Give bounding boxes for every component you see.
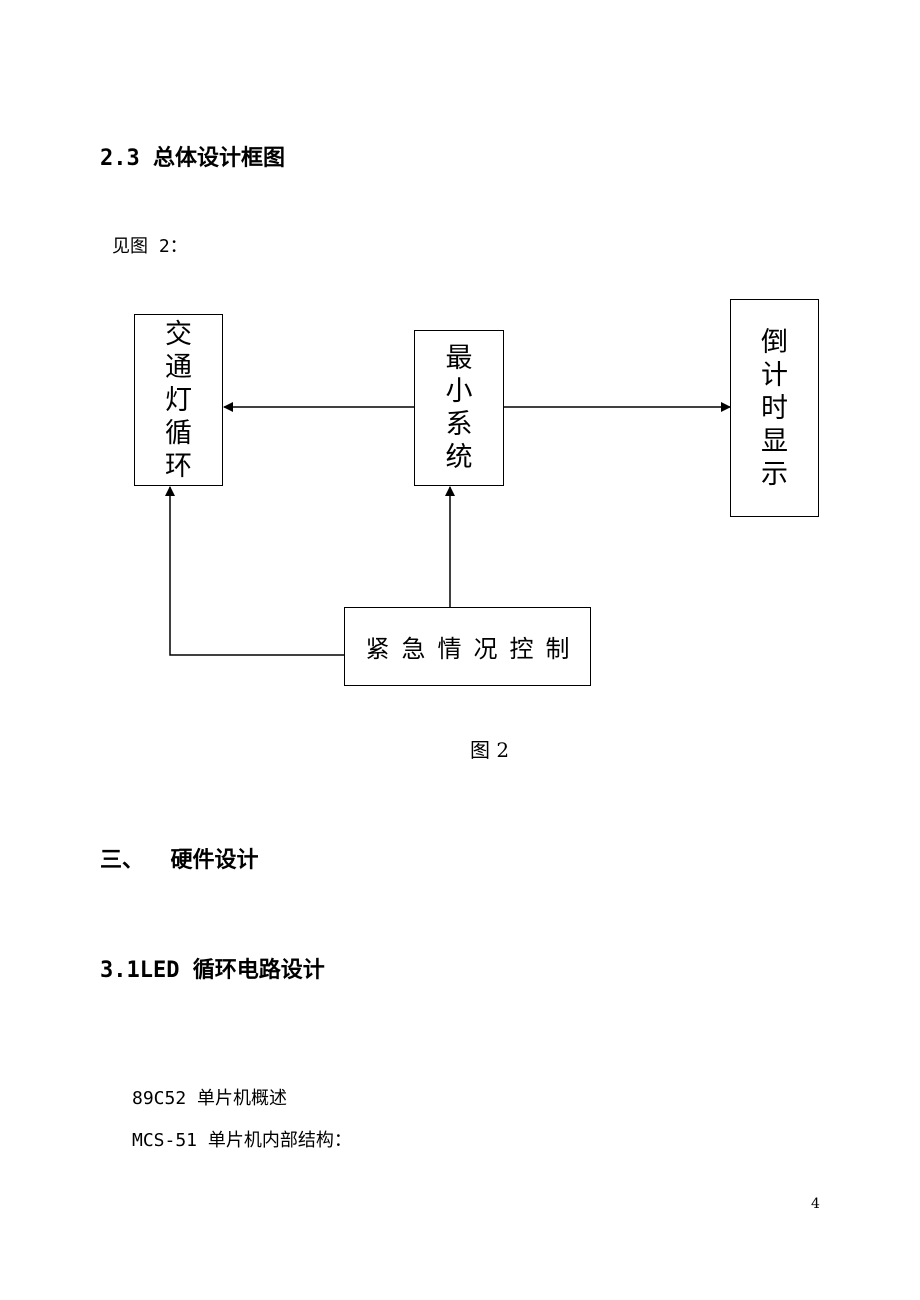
box-traffic-char: 通	[165, 351, 192, 383]
box-min-system-char: 统	[445, 442, 473, 473]
section-heading-2-3: 2.3 总体设计框图	[100, 146, 285, 171]
box-countdown-display: 倒计时显示	[730, 299, 819, 517]
section-heading-3-1: 3.1LED 循环电路设计	[100, 958, 325, 983]
box-countdown-char: 计	[761, 359, 788, 391]
box-min-system-char: 最	[445, 343, 473, 374]
box-traffic-char: 灯	[165, 384, 192, 416]
box-traffic-char: 环	[165, 450, 192, 482]
box-traffic-light-cycle: 交通灯循环	[134, 314, 223, 486]
box-minimum-system: 最小系统	[414, 330, 504, 486]
box-countdown-char: 时	[761, 392, 788, 424]
box-emergency-control: 紧急情况控制	[344, 607, 591, 686]
section-heading-3: 三、 硬件设计	[100, 848, 259, 873]
paragraph-mcs51-structure: MCS-51 单片机内部结构：	[132, 1130, 352, 1151]
page-number: 4	[811, 1196, 820, 1212]
box-min-system-char: 系	[445, 409, 473, 440]
box-countdown-char: 示	[761, 458, 788, 490]
see-figure-text: 见图 2：	[112, 236, 188, 257]
figure-caption: 图 2	[470, 738, 510, 762]
box-traffic-char: 交	[165, 318, 192, 350]
box-traffic-char: 循	[165, 417, 192, 449]
arrow-emergency-to-traffic	[165, 486, 345, 656]
box-countdown-char: 显	[761, 425, 788, 457]
box-countdown-char: 倒	[761, 326, 788, 358]
box-min-system-char: 小	[445, 376, 473, 407]
box-emergency-label: 紧急情况控制	[365, 635, 582, 663]
paragraph-89c52-overview: 89C52 单片机概述	[132, 1088, 288, 1109]
